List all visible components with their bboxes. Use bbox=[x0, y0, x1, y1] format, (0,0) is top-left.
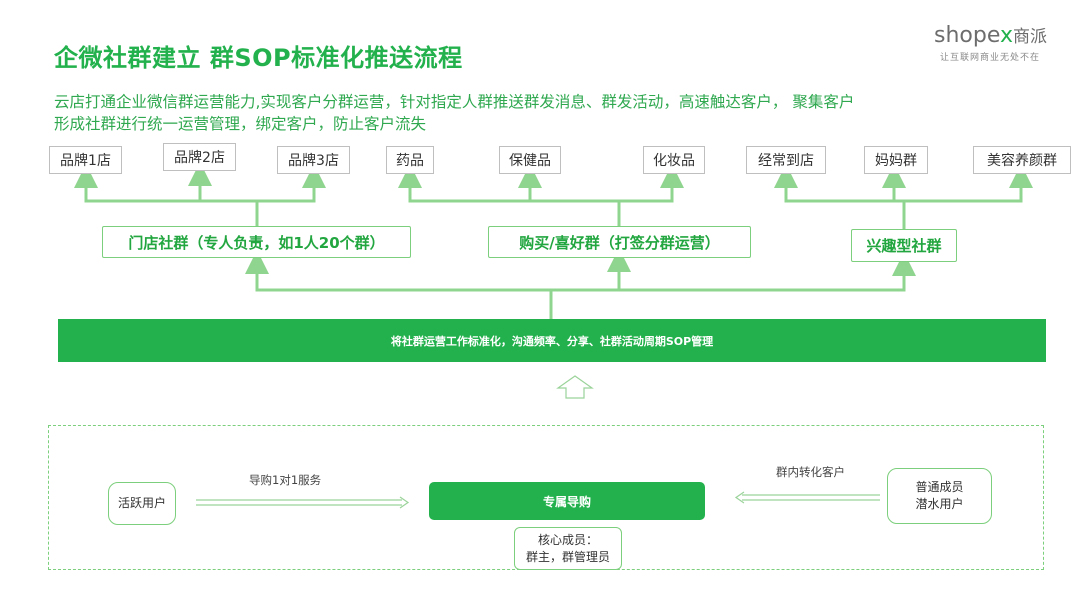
lurker-users-label: 潜水用户 bbox=[915, 497, 964, 511]
description-line-2: 形成社群进行统一运营管理，绑定客户，防止客户流失 bbox=[54, 115, 427, 133]
logo-prefix: shope bbox=[934, 23, 1000, 48]
connector-bar-group-1 bbox=[245, 250, 551, 292]
logo-x-mark: x bbox=[999, 23, 1014, 48]
regular-members-node: 普通成员 潜水用户 bbox=[887, 468, 992, 524]
dedicated-guide-node: 专属导购 bbox=[429, 482, 705, 520]
up-arrow-icon bbox=[556, 375, 594, 399]
leaf-frequent-visitors: 经常到店 bbox=[746, 146, 826, 174]
leaf-store-1: 品牌1店 bbox=[49, 146, 122, 174]
page-title: 企微社群建立 群SOP标准化推送流程 bbox=[54, 44, 463, 72]
active-users-node: 活跃用户 bbox=[108, 482, 176, 525]
connector-medicine bbox=[398, 164, 621, 226]
connector-store-1 bbox=[74, 164, 259, 226]
right-arrow-label: 群内转化客户 bbox=[776, 465, 845, 479]
active-users-label: 活跃用户 bbox=[117, 496, 166, 510]
leaf-beauty-group: 美容养颜群 bbox=[973, 146, 1071, 174]
category-purchase-preference: 购买/喜好群（打签分群运营） bbox=[488, 226, 751, 258]
leaf-store-2: 品牌2店 bbox=[163, 143, 236, 171]
sop-management-bar: 将社群运营工作标准化，沟通频率、分享、社群活动周期SOP管理 bbox=[58, 319, 1046, 362]
regular-members-label: 普通成员 bbox=[915, 480, 964, 494]
leaf-medicine: 药品 bbox=[386, 146, 434, 174]
logo-cn: 商派 bbox=[1013, 27, 1048, 47]
brand-logo: shopex商派 bbox=[934, 22, 1047, 48]
logo-tagline: 让互联网商业无处不在 bbox=[940, 53, 1041, 63]
description-line-1: 云店打通企业微信群运营能力,实现客户分群运营，针对指定人群推送群发消息、群发活动… bbox=[54, 93, 855, 111]
core-members-roles: 群主，群管理员 bbox=[525, 549, 610, 564]
connector-bar-group-2 bbox=[551, 248, 631, 292]
left-arrow-label: 导购1对1服务 bbox=[249, 473, 322, 487]
connector-beauty bbox=[904, 164, 1033, 203]
right-arrow-head-icon bbox=[734, 491, 745, 504]
leaf-mom-group: 妈妈群 bbox=[864, 146, 928, 174]
category-store-community: 门店社群（专人负责，如1人20个群） bbox=[102, 226, 411, 258]
connector-cosmetics bbox=[619, 164, 684, 203]
connector-bar-group-3 bbox=[619, 252, 916, 292]
left-arrow-head-icon bbox=[399, 496, 410, 509]
connector-store-3 bbox=[257, 164, 326, 203]
connector-frequent bbox=[774, 164, 906, 229]
core-members-node: 核心成员： 群主，群管理员 bbox=[514, 527, 622, 570]
core-members-label: 核心成员： bbox=[537, 532, 598, 547]
leaf-cosmetics: 化妆品 bbox=[643, 146, 705, 174]
leaf-health-products: 保健品 bbox=[499, 146, 561, 174]
category-interest-community: 兴趣型社群 bbox=[851, 229, 957, 262]
leaf-store-3: 品牌3店 bbox=[277, 146, 350, 174]
